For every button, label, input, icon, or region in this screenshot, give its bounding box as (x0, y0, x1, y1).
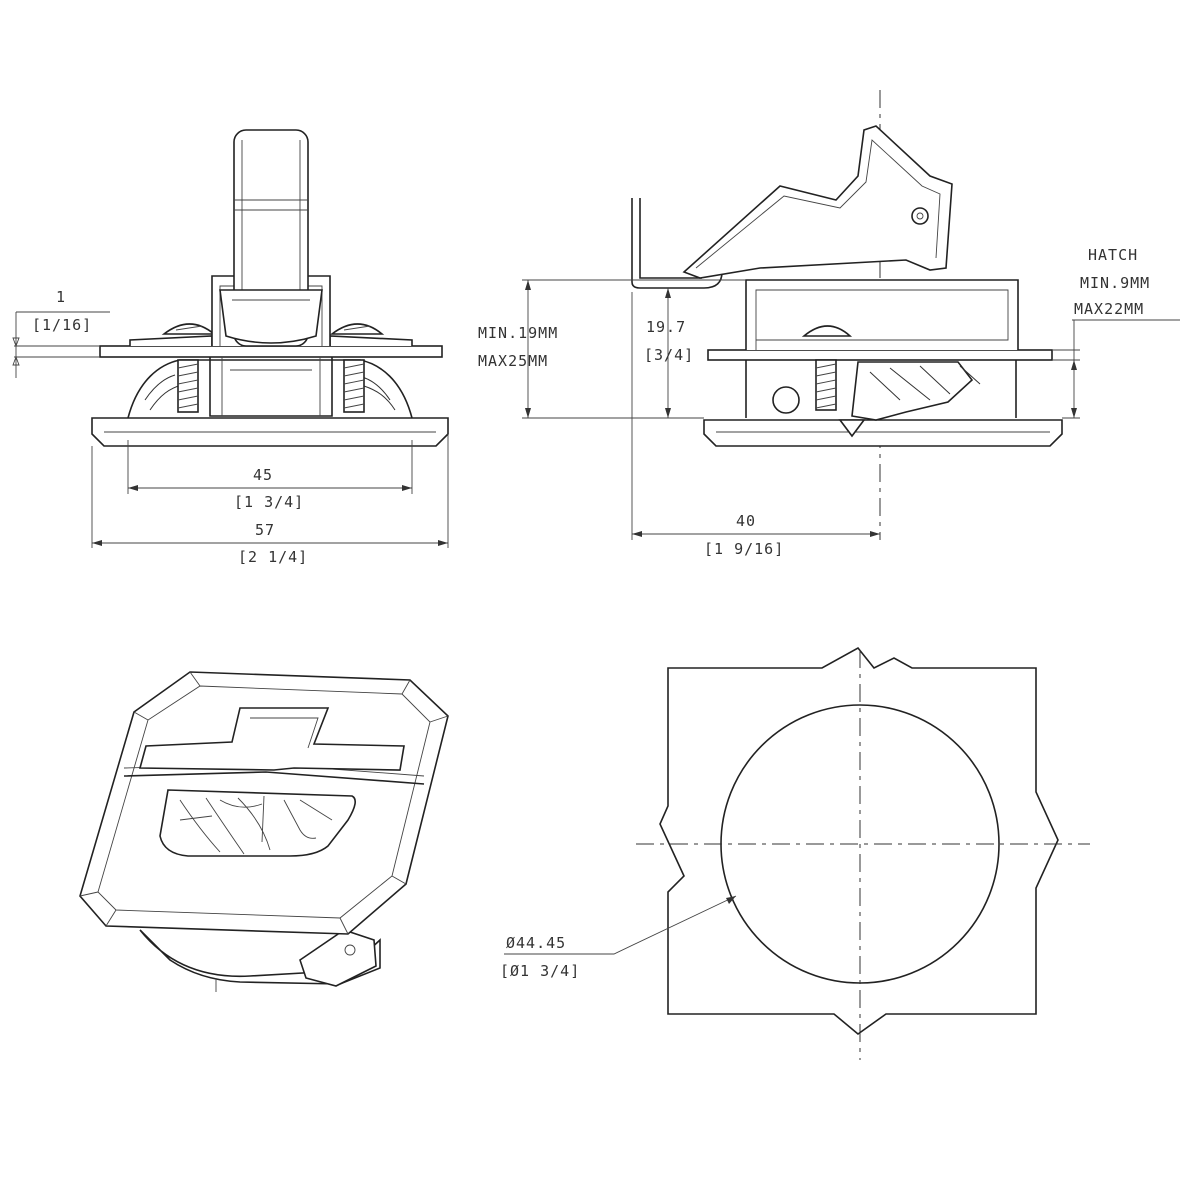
front-body-lower (127, 359, 413, 419)
side-screw-icon (801, 325, 853, 411)
side-flange (703, 419, 1063, 447)
front-panel (99, 345, 443, 358)
front-width-outer-in: [2 1/4] (238, 548, 308, 566)
front-thickness-in: [1/16] (32, 316, 92, 334)
side-height-mm: 19.7 (646, 318, 686, 336)
side-height-in: [3/4] (644, 346, 694, 364)
cutout-diameter-in: [Ø1 3/4] (500, 962, 580, 980)
side-view: MIN.19MM MAX25MM 19.7 [3/4] HATCH MIN.9M… (478, 90, 1180, 558)
side-bracket (631, 198, 723, 289)
cutout-diameter-mm: Ø44.45 (506, 934, 566, 952)
isometric-view (79, 671, 449, 992)
side-hatch-line3: MAX22MM (1074, 300, 1144, 318)
front-width-outer-mm: 57 (255, 521, 275, 539)
screw-right-icon (329, 323, 385, 413)
side-hatch-line1: HATCH (1088, 246, 1138, 264)
iso-t-recess (138, 707, 405, 771)
side-pin (772, 386, 800, 414)
side-length-in: [1 9/16] (704, 540, 784, 558)
cutout-outline (659, 646, 1059, 1036)
side-panel (707, 349, 1053, 361)
screw-left-icon (161, 323, 217, 413)
side-depth-line1: MIN.19MM (478, 324, 558, 342)
side-cam (851, 361, 974, 421)
side-length-mm: 40 (736, 512, 756, 530)
front-width-inner-mm: 45 (253, 466, 273, 484)
front-thickness-mm: 1 (56, 288, 66, 306)
side-depth-line2: MAX25MM (478, 352, 548, 370)
iso-latch-tab (299, 929, 377, 987)
front-view: 1 [1/16] 45 [1 3/4] 57 [2 1/4] (12, 129, 449, 566)
side-lever (682, 125, 953, 279)
cutout-view: Ø44.45 [Ø1 3/4] (500, 646, 1090, 1060)
side-hatch-line2: MIN.9MM (1080, 274, 1150, 292)
front-width-inner-in: [1 3/4] (234, 493, 304, 511)
